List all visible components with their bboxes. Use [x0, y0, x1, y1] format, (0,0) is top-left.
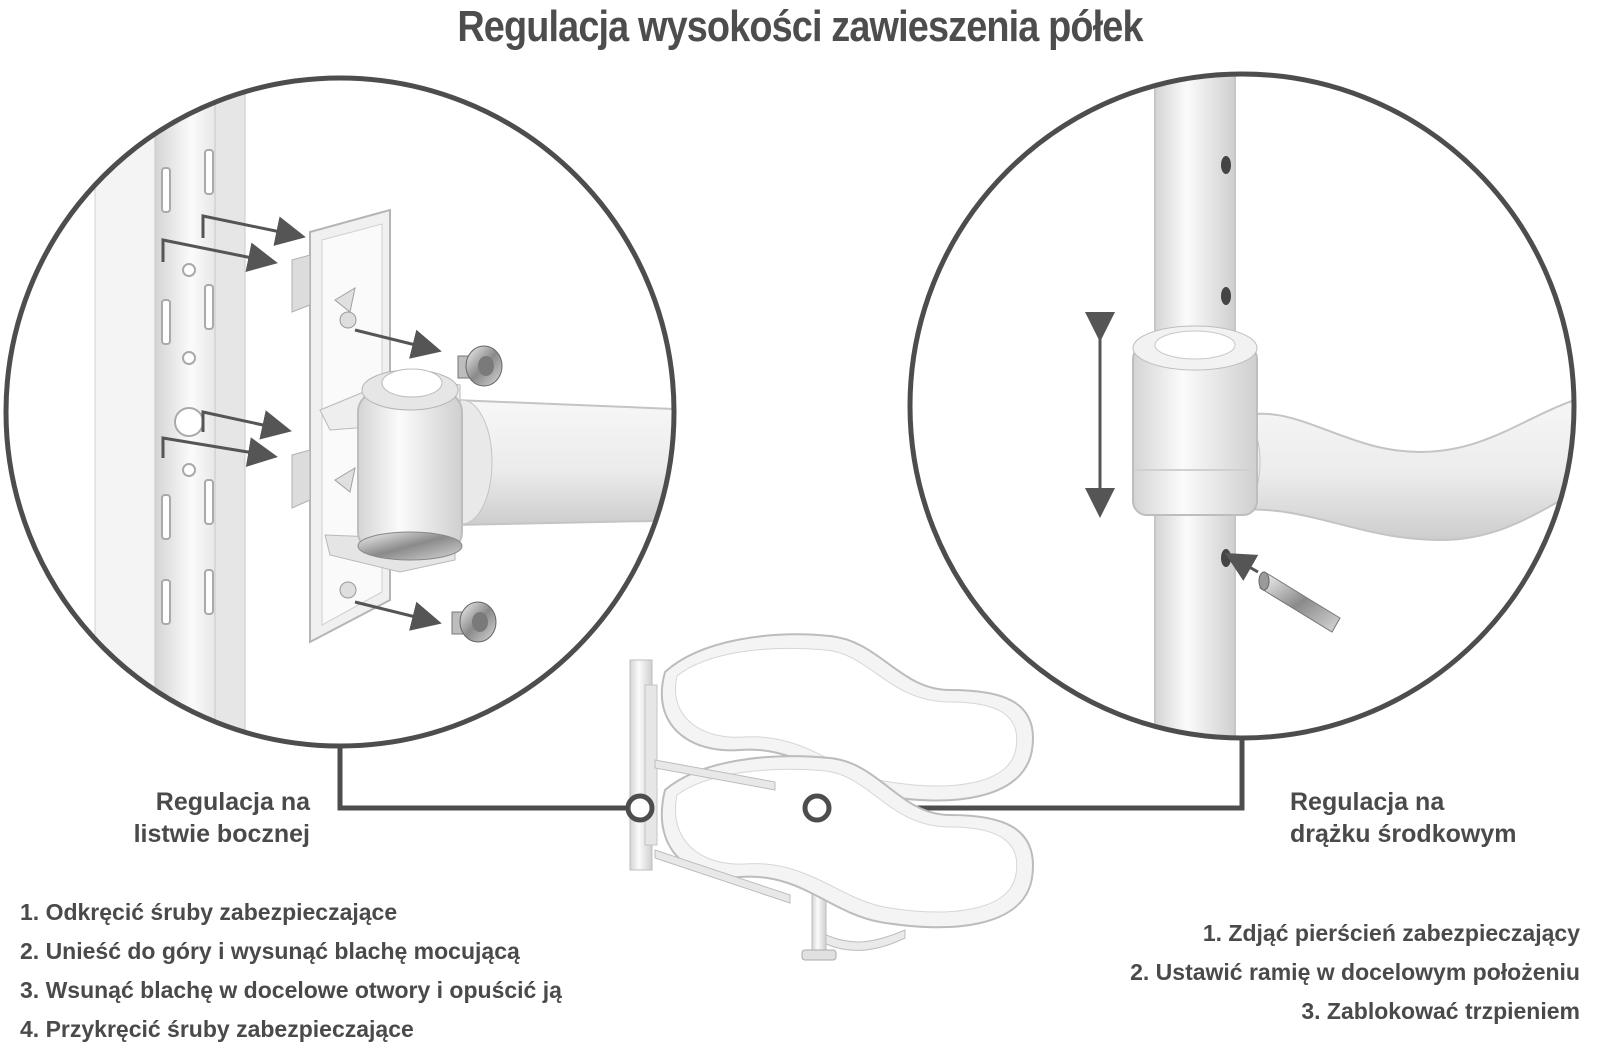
side-rail-detail — [6, 78, 674, 746]
left-callout-marker — [625, 793, 655, 823]
step-item: 4. Przykręcić śruby zabezpieczające — [20, 1016, 414, 1042]
right-callout-marker — [802, 793, 832, 823]
step-item: 1. Zdjąć pierścień zabezpieczający — [1202, 920, 1580, 946]
screw-arrow-icon — [354, 328, 442, 359]
step-item: 2. Unieść do góry i wysunąć blachę mocuj… — [20, 938, 520, 964]
center-pole-steps: 1. Zdjąć pierścień zabezpieczający 2. Us… — [1040, 914, 1580, 1031]
step-item: 3. Wsunąć blachę w docelowe otwory i opu… — [20, 977, 562, 1003]
locking-pin-icon — [1258, 571, 1341, 633]
pin-arrow-icon — [1224, 553, 1259, 581]
screw-icon — [457, 345, 503, 387]
right-leader-line — [830, 738, 1245, 811]
caption-line: Regulacja na — [155, 788, 310, 816]
insert-arrow-icon — [201, 214, 306, 246]
step-item: 1. Odkręcić śruby zabezpieczające — [20, 899, 398, 925]
insert-arrow-icon — [161, 436, 278, 467]
corner-shelf-product — [625, 633, 1035, 961]
left-leader-line — [337, 746, 626, 811]
caption-line: Regulacja na — [1290, 788, 1445, 816]
step-item: 2. Ustawić ramię w docelowym położeniu — [1130, 959, 1580, 985]
insert-arrow-icon — [201, 410, 292, 440]
diagram-title: Regulacja wysokości zawieszenia półek — [457, 2, 1143, 51]
side-rail-caption: Regulacja na listwie bocznej — [100, 786, 310, 850]
screw-icon — [451, 601, 497, 643]
center-pole-detail — [910, 74, 1574, 738]
insert-arrow-icon — [161, 238, 278, 272]
center-pole-caption: Regulacja na drążku środkowym — [1290, 786, 1550, 850]
caption-line: drążku środkowym — [1290, 820, 1517, 848]
caption-line: listwie bocznej — [133, 820, 310, 848]
step-item: 3. Zablokować trzpieniem — [1301, 998, 1580, 1024]
side-rail-steps: 1. Odkręcić śruby zabezpieczające 2. Uni… — [20, 893, 580, 1049]
screw-arrow-icon — [354, 600, 442, 631]
